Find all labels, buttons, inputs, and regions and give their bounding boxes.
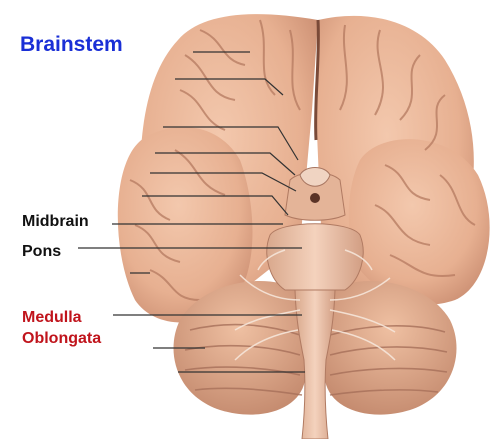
sulci [129,19,476,301]
medulla-label-line2: Oblongata [22,330,102,347]
left-temporal-lobe [117,127,253,323]
page-title: Brainstem [20,33,123,56]
midbrain-label: Midbrain [22,213,89,230]
pituitary-stalk [310,193,320,203]
pons-shape [266,223,364,291]
cerebrum [117,14,490,323]
leader-lines [78,51,305,373]
medulla-shape [294,289,336,439]
optic-chiasm [299,167,331,187]
right-temporal-lobe [348,139,490,305]
pons-label: Pons [22,243,62,260]
medulla-label-line1: Medulla [22,309,82,326]
cranial-nerves [234,249,396,361]
longitudinal-fissure [314,19,320,141]
brainstem-structure [266,167,364,439]
